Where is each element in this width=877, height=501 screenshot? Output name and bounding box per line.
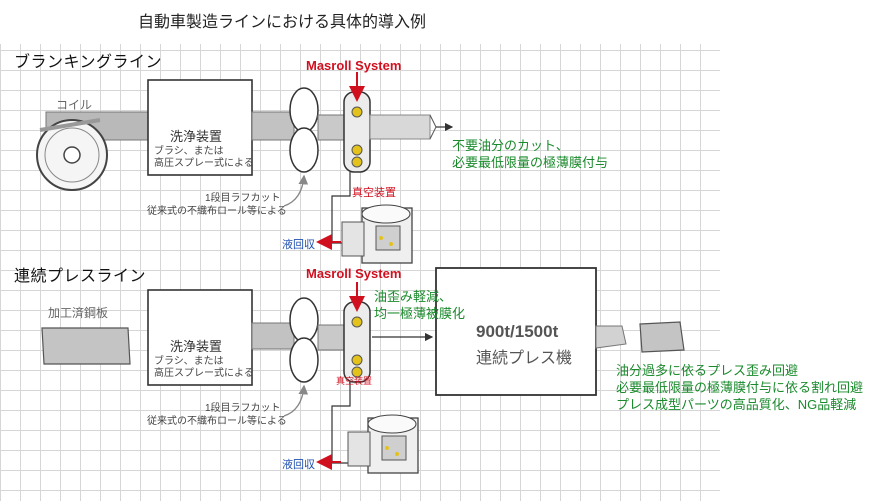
press-section-title: 連続プレスライン bbox=[14, 268, 147, 285]
press-result-line-1: 油分過多に依るプレス歪み回避 bbox=[616, 363, 799, 378]
page-title: 自動車製造ラインにおける具体的導入例 bbox=[138, 14, 427, 31]
blanking-washer-title: 洗浄装置 bbox=[170, 129, 223, 144]
press-machine-subtitle: 連続プレス機 bbox=[476, 350, 573, 367]
blanking-line-drawing bbox=[36, 72, 454, 264]
press-effect-line-2: 均一極薄被膜化 bbox=[374, 306, 466, 321]
press-vacuum-label: 真空装置 bbox=[336, 376, 373, 386]
press-material-label: 加工済鋼板 bbox=[48, 306, 109, 320]
blanking-rough-cut-note: 従来式の不織布ロール等による bbox=[147, 206, 287, 217]
coil-drawing bbox=[36, 111, 151, 191]
press-result-line-2: 必要最低限量の極薄膜付与に依る割れ回避 bbox=[616, 380, 864, 395]
blanking-recovery-label: 液回収 bbox=[282, 239, 315, 251]
press-machine-title: 900t/1500t bbox=[476, 322, 559, 341]
press-washer-box bbox=[147, 289, 253, 386]
press-machine-box bbox=[435, 267, 597, 396]
blanking-result-line-2: 必要最低限量の極薄膜付与 bbox=[452, 155, 609, 170]
press-system-label: Masroll System bbox=[306, 266, 402, 281]
coil-label: コイル bbox=[56, 98, 93, 112]
blanking-vacuum-unit bbox=[341, 204, 413, 264]
title-background bbox=[0, 0, 877, 44]
press-rough-cut-note: 従来式の不織布ロール等による bbox=[147, 416, 287, 427]
blanking-washer-note-2: 高圧スプレー式による bbox=[154, 158, 254, 169]
press-line-drawing bbox=[41, 267, 685, 474]
blanking-vacuum-label: 真空装置 bbox=[352, 187, 396, 199]
press-rough-cut-title: 1段目ラフカット bbox=[205, 403, 281, 414]
blanking-section-title: ブランキングライン bbox=[14, 54, 163, 71]
press-effect-line-1: 油歪み軽減、 bbox=[374, 289, 453, 304]
press-result-line-3: プレス成型パーツの高品質化、NG品軽減 bbox=[616, 397, 857, 412]
right-margin-background bbox=[720, 44, 877, 501]
blanking-rough-cut-title: 1段目ラフカット bbox=[205, 193, 281, 204]
blanking-result-line-1: 不要油分のカット、 bbox=[452, 138, 569, 153]
press-washer-note-2: 高圧スプレー式による bbox=[154, 368, 254, 379]
press-washer-title: 洗浄装置 bbox=[170, 339, 223, 354]
blanking-washer-box bbox=[147, 79, 253, 176]
blanking-system-label: Masroll System bbox=[306, 58, 402, 73]
press-washer-note-1: ブラシ、または bbox=[154, 356, 224, 367]
press-recovery-label: 液回収 bbox=[282, 459, 315, 471]
blanking-washer-note-1: ブラシ、または bbox=[154, 146, 224, 157]
press-vacuum-unit bbox=[347, 414, 419, 474]
